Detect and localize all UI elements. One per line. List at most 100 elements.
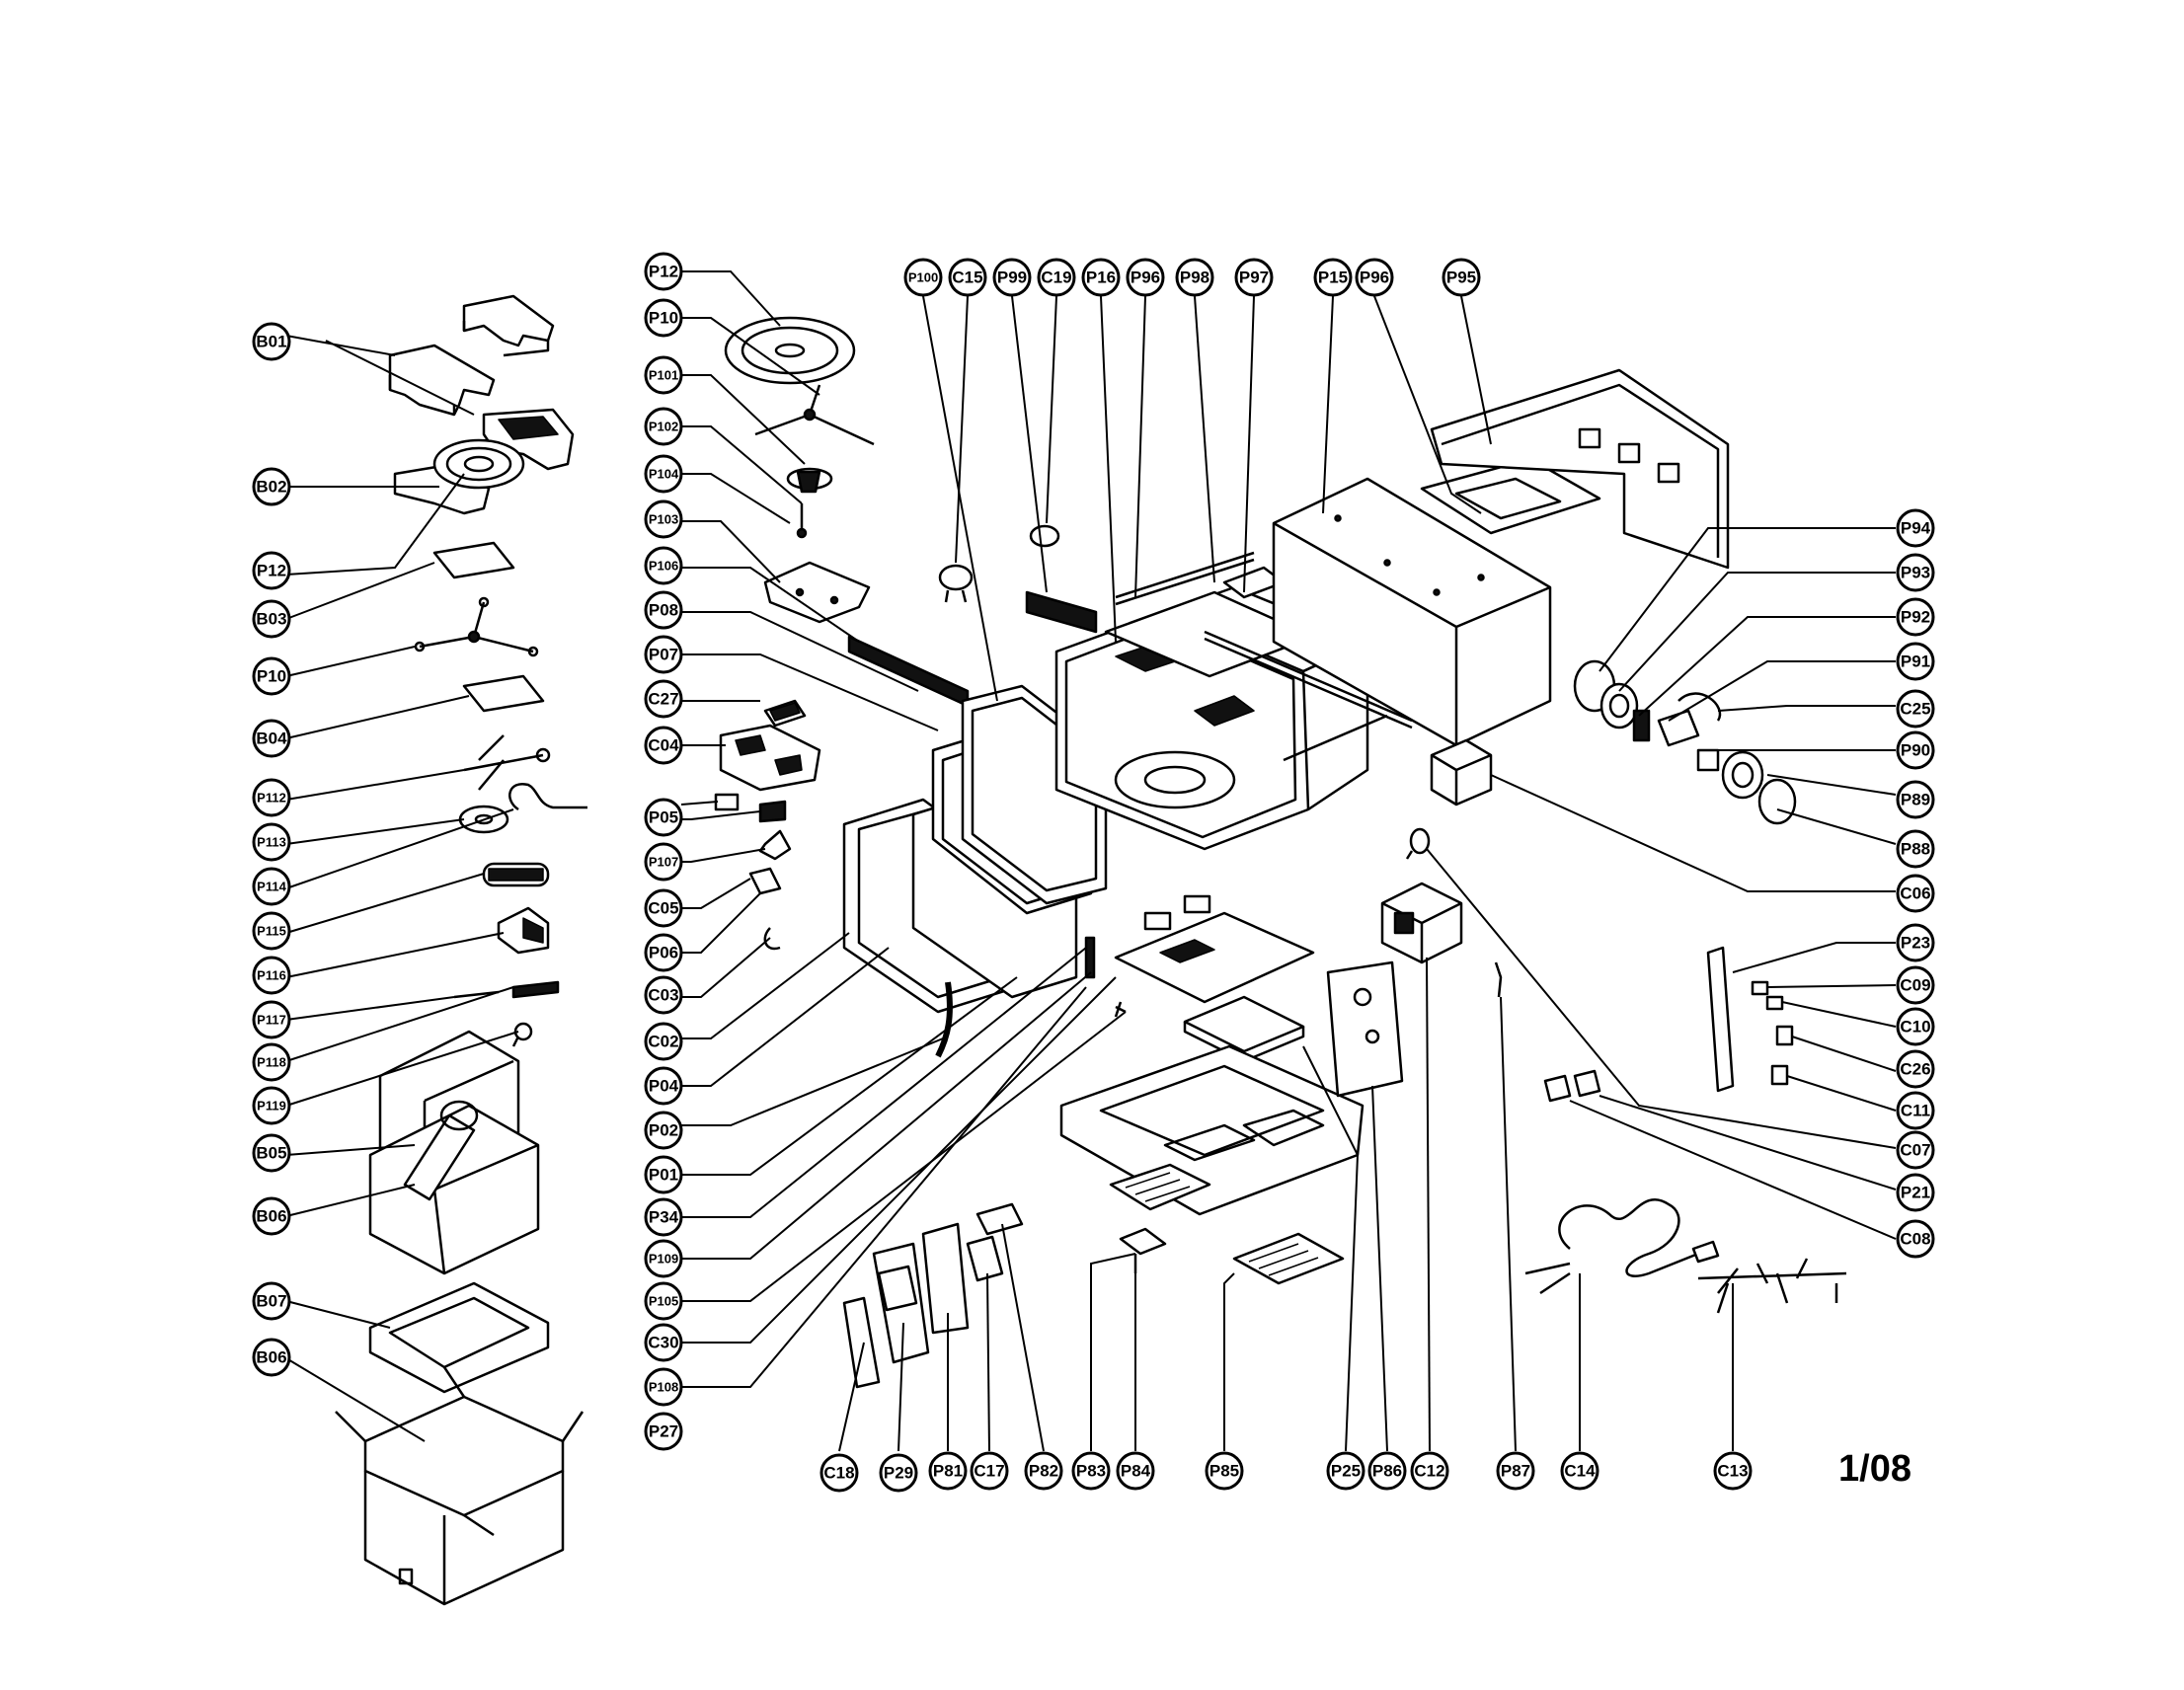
callout-p01[interactable]: P01 bbox=[644, 1155, 683, 1194]
callout-p109[interactable]: P109 bbox=[644, 1239, 683, 1278]
callout-p04[interactable]: P04 bbox=[644, 1066, 683, 1106]
callout-p90[interactable]: P90 bbox=[1896, 730, 1935, 770]
callout-p88[interactable]: P88 bbox=[1896, 829, 1935, 869]
callout-p117[interactable]: P117 bbox=[252, 1000, 291, 1039]
callout-p05[interactable]: P05 bbox=[644, 798, 683, 837]
callout-p86[interactable]: P86 bbox=[1367, 1451, 1407, 1491]
callout-p89[interactable]: P89 bbox=[1896, 780, 1935, 819]
callout-p34[interactable]: P34 bbox=[644, 1197, 683, 1237]
callout-p81[interactable]: P81 bbox=[928, 1451, 968, 1491]
callout-c14[interactable]: C14 bbox=[1560, 1451, 1599, 1491]
callout-p87[interactable]: P87 bbox=[1496, 1451, 1535, 1491]
callout-c04[interactable]: C04 bbox=[644, 726, 683, 765]
svg-text:B05: B05 bbox=[256, 1144, 286, 1163]
callout-p10-middle[interactable]: P10 bbox=[644, 298, 683, 338]
callout-c12[interactable]: C12 bbox=[1410, 1451, 1449, 1491]
callout-c06[interactable]: C06 bbox=[1896, 874, 1935, 913]
callout-c08[interactable]: C08 bbox=[1896, 1219, 1935, 1259]
callout-p94[interactable]: P94 bbox=[1896, 508, 1935, 548]
callout-c30[interactable]: C30 bbox=[644, 1323, 683, 1362]
callout-p105[interactable]: P105 bbox=[644, 1281, 683, 1321]
svg-text:P84: P84 bbox=[1121, 1462, 1151, 1481]
callout-p29[interactable]: P29 bbox=[879, 1453, 918, 1493]
callout-c02[interactable]: C02 bbox=[644, 1022, 683, 1061]
callout-p101[interactable]: P101 bbox=[644, 355, 683, 395]
callout-p96-second[interactable]: P96 bbox=[1355, 258, 1394, 297]
callout-c03[interactable]: C03 bbox=[644, 975, 683, 1015]
callout-p12-middle[interactable]: P12 bbox=[644, 252, 683, 291]
outer-case-part bbox=[1272, 477, 1552, 747]
callout-p27[interactable]: P27 bbox=[644, 1412, 683, 1451]
callout-c15[interactable]: C15 bbox=[948, 258, 987, 297]
callout-p112[interactable]: P112 bbox=[252, 778, 291, 817]
svg-text:P106: P106 bbox=[649, 559, 678, 574]
callout-b06-lower[interactable]: B06 bbox=[252, 1338, 291, 1377]
callout-p21[interactable]: P21 bbox=[1896, 1173, 1935, 1212]
boxed-microwave-part bbox=[368, 1030, 540, 1275]
callout-p107[interactable]: P107 bbox=[644, 842, 683, 882]
callout-p118[interactable]: P118 bbox=[252, 1042, 291, 1082]
callout-p23[interactable]: P23 bbox=[1896, 923, 1935, 962]
callout-p12-left[interactable]: P12 bbox=[252, 551, 291, 590]
svg-text:P99: P99 bbox=[997, 269, 1027, 287]
callout-p98[interactable]: P98 bbox=[1175, 258, 1214, 297]
callout-c09[interactable]: C09 bbox=[1896, 965, 1935, 1005]
callout-p95[interactable]: P95 bbox=[1442, 258, 1481, 297]
callout-p106[interactable]: P106 bbox=[644, 546, 683, 585]
callout-p06[interactable]: P06 bbox=[644, 933, 683, 972]
callout-c10[interactable]: C10 bbox=[1896, 1007, 1935, 1046]
callout-p99[interactable]: P99 bbox=[992, 258, 1032, 297]
page-number: 1/08 bbox=[1838, 1448, 1911, 1490]
callout-b04[interactable]: B04 bbox=[252, 719, 291, 758]
callout-p114[interactable]: P114 bbox=[252, 867, 291, 906]
callout-p93[interactable]: P93 bbox=[1896, 553, 1935, 592]
callout-p10-left[interactable]: P10 bbox=[252, 656, 291, 696]
callout-p96-first[interactable]: P96 bbox=[1126, 258, 1165, 297]
svg-text:P05: P05 bbox=[649, 808, 678, 827]
callout-c18[interactable]: C18 bbox=[819, 1453, 859, 1493]
control-relay-part bbox=[763, 699, 807, 728]
callout-b01[interactable]: B01 bbox=[252, 322, 291, 361]
callout-p103[interactable]: P103 bbox=[644, 499, 683, 539]
callout-p08[interactable]: P08 bbox=[644, 590, 683, 630]
callout-c05[interactable]: C05 bbox=[644, 888, 683, 928]
callout-c19[interactable]: C19 bbox=[1037, 258, 1076, 297]
callout-p84[interactable]: P84 bbox=[1116, 1451, 1155, 1491]
callout-p82[interactable]: P82 bbox=[1024, 1451, 1063, 1491]
callout-p85[interactable]: P85 bbox=[1205, 1451, 1244, 1491]
callout-b02[interactable]: B02 bbox=[252, 467, 291, 506]
callout-b05[interactable]: B05 bbox=[252, 1133, 291, 1173]
callout-p83[interactable]: P83 bbox=[1071, 1451, 1111, 1491]
svg-text:P23: P23 bbox=[1901, 934, 1930, 953]
callout-p108[interactable]: P108 bbox=[644, 1367, 683, 1407]
callout-c27[interactable]: C27 bbox=[644, 679, 683, 719]
callout-p115[interactable]: P115 bbox=[252, 911, 291, 951]
callout-p07[interactable]: P07 bbox=[644, 635, 683, 674]
callout-c26[interactable]: C26 bbox=[1896, 1049, 1935, 1089]
callout-p100[interactable]: P100 bbox=[903, 258, 943, 297]
callout-b07[interactable]: B07 bbox=[252, 1281, 291, 1321]
callout-c13[interactable]: C13 bbox=[1713, 1451, 1753, 1491]
svg-text:P86: P86 bbox=[1372, 1462, 1402, 1481]
callout-c25[interactable]: C25 bbox=[1896, 689, 1935, 729]
callout-p113[interactable]: P113 bbox=[252, 822, 291, 862]
callout-p102[interactable]: P102 bbox=[644, 407, 683, 446]
callout-p116[interactable]: P116 bbox=[252, 956, 291, 995]
callout-b06-upper[interactable]: B06 bbox=[252, 1196, 291, 1236]
callout-p25[interactable]: P25 bbox=[1326, 1451, 1365, 1491]
callout-c07[interactable]: C07 bbox=[1896, 1130, 1935, 1170]
callout-p92[interactable]: P92 bbox=[1896, 597, 1935, 637]
callout-c11[interactable]: C11 bbox=[1896, 1091, 1935, 1130]
callout-p97[interactable]: P97 bbox=[1234, 258, 1274, 297]
callout-p104[interactable]: P104 bbox=[644, 454, 683, 494]
callout-c17[interactable]: C17 bbox=[970, 1451, 1009, 1491]
transformer-part bbox=[1380, 882, 1463, 964]
callout-p119[interactable]: P119 bbox=[252, 1086, 291, 1125]
svg-text:P103: P103 bbox=[649, 512, 678, 527]
callout-p02[interactable]: P02 bbox=[644, 1111, 683, 1150]
mounting-rail-part bbox=[1115, 551, 1413, 762]
callout-p91[interactable]: P91 bbox=[1896, 642, 1935, 681]
callout-p15[interactable]: P15 bbox=[1313, 258, 1353, 297]
callout-p16[interactable]: P16 bbox=[1081, 258, 1121, 297]
callout-b03[interactable]: B03 bbox=[252, 599, 291, 639]
